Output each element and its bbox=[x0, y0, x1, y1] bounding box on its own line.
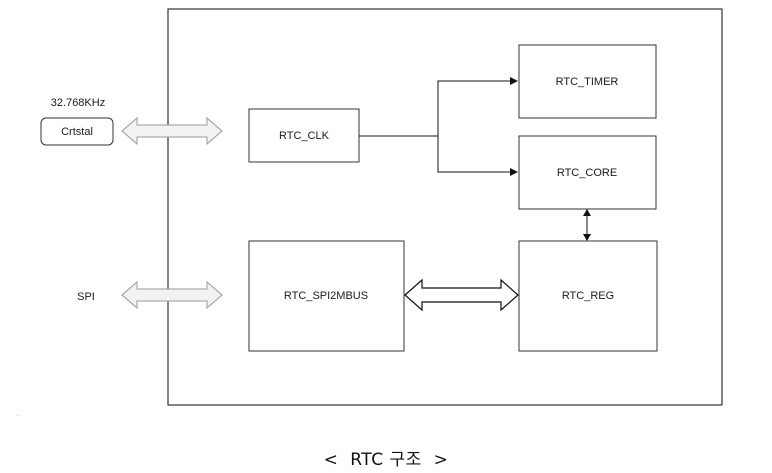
caption-close-bracket: > bbox=[433, 450, 449, 470]
rtc-spi2mbus-block bbox=[248, 240, 405, 352]
crystal-clk-bus-arrow bbox=[121, 116, 223, 146]
rtc-reg-label: RTC_REG bbox=[562, 290, 614, 302]
caption-open-bracket: < bbox=[323, 450, 339, 470]
clk-to-timer-connector bbox=[359, 77, 518, 137]
crystal-box bbox=[40, 117, 114, 146]
crystal-frequency-label: 32.768KHz bbox=[51, 97, 105, 109]
caption-text: RTC 구조 bbox=[350, 450, 422, 470]
spi-bus-arrow bbox=[121, 280, 223, 310]
stray-dot bbox=[17, 415, 18, 416]
rtc-spi2mbus-label: RTC_SPI2MBUS bbox=[284, 290, 368, 302]
spi-label: SPI bbox=[77, 291, 95, 303]
rtc-clk-label: RTC_CLK bbox=[279, 130, 330, 142]
clk-to-core-connector bbox=[437, 136, 518, 176]
core-reg-arrowhead-down bbox=[583, 234, 591, 241]
rtc-timer-label: RTC_TIMER bbox=[556, 76, 619, 88]
rtc-timer-block bbox=[518, 44, 657, 119]
crystal-label: Crtstal bbox=[61, 126, 93, 138]
core-reg-arrowhead-up bbox=[583, 209, 591, 216]
figure-caption: < RTC 구조 > bbox=[0, 445, 772, 470]
rtc-core-label: RTC_CORE bbox=[557, 167, 617, 179]
spi2mbus-reg-bus-arrow bbox=[404, 278, 519, 312]
rtc-core-block bbox=[518, 135, 657, 210]
rtc-reg-block bbox=[518, 240, 658, 352]
